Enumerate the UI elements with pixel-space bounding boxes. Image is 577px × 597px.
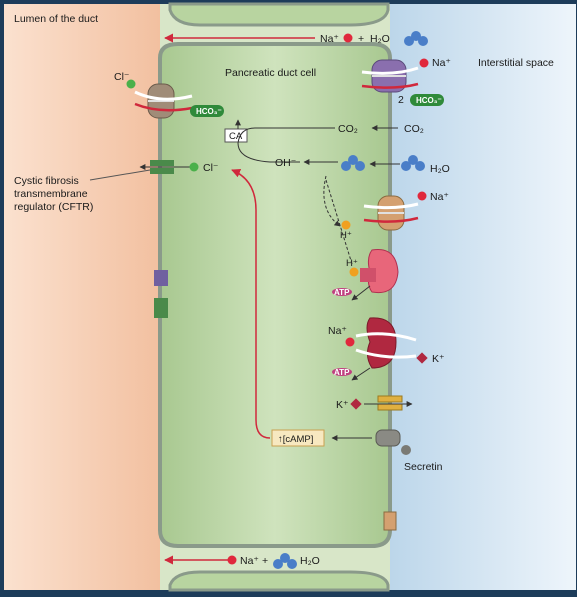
cell-label: Pancreatic duct cell <box>225 67 316 79</box>
nhe-arrow-in <box>363 202 419 210</box>
svg-text:↑[cAMP]: ↑[cAMP] <box>278 434 313 445</box>
cftr-channel <box>150 160 174 174</box>
exchanger-arrow-out <box>134 102 193 112</box>
na-label-baso: Na⁺ <box>432 57 451 69</box>
atp-icon-1: ATP <box>332 288 352 297</box>
water-icon-cell <box>341 155 365 171</box>
svg-text:HCO₃⁻: HCO₃⁻ <box>196 107 222 116</box>
hco3-pill-apical: HCO₃⁻ <box>190 105 224 117</box>
na-label-nhe: Na⁺ <box>430 191 449 203</box>
h-atpase-pump <box>360 248 399 294</box>
na-dot-baso <box>419 58 429 68</box>
lumen-label: Lumen of the duct <box>14 13 98 25</box>
water-icon-outside <box>401 155 425 171</box>
pancreatic-duct-cell <box>158 42 392 548</box>
cl-dot-apical <box>126 79 136 89</box>
nhe-arrow-out <box>363 216 419 223</box>
cl-hco3-exchanger <box>147 83 175 119</box>
cftr-label-line2: transmembrane <box>14 188 88 200</box>
atp-arrow-2 <box>351 367 371 381</box>
camp-box: ↑[cAMP] <box>271 429 325 447</box>
apical-protein-purple <box>154 270 168 286</box>
cl-dot-cftr <box>189 162 199 172</box>
h2o-label-outside: H₂O <box>430 163 450 175</box>
cftr-leader-line <box>89 169 151 181</box>
oh-label: OH⁻ <box>275 157 297 169</box>
neighbor-cell-bottom <box>168 570 390 592</box>
k-diamond-pump <box>416 352 428 364</box>
co2-label-cell: CO₂ <box>338 123 358 135</box>
top-plus: + <box>358 33 364 45</box>
bottom-plus: + <box>262 555 268 567</box>
na-dot-pump <box>345 337 355 347</box>
neighbor-cell-top <box>168 2 390 27</box>
svg-text:HCO₃⁻: HCO₃⁻ <box>416 96 442 105</box>
interstitial-region <box>390 4 576 590</box>
ca-box <box>224 128 248 143</box>
svg-text:ATP: ATP <box>334 288 350 297</box>
k-label-pump: K⁺ <box>432 353 445 365</box>
na-hco3-cotransporter <box>371 59 407 93</box>
na-dot-nhe <box>417 191 427 201</box>
interstitial-label: Interstitial space <box>478 57 554 69</box>
cftr-label-line3: regulator (CFTR) <box>14 201 93 213</box>
secretin-label: Secretin <box>404 461 443 473</box>
cftr-label-line1: Cystic fibrosis <box>14 175 79 187</box>
camp-pathway-arrow <box>231 168 271 439</box>
oh-line <box>237 142 300 163</box>
h-dot-1 <box>341 220 351 230</box>
h-split-arrow <box>323 175 341 227</box>
water-icon-bottom <box>273 553 297 569</box>
secretin-receptor <box>375 429 411 455</box>
pump-k-in <box>355 348 417 359</box>
cotransport-arrow-2 <box>361 82 419 89</box>
apical-protein-green <box>154 298 168 318</box>
k-label-channel: K⁺ <box>336 399 349 411</box>
basolateral-protein <box>383 511 397 531</box>
bottom-na-label: Na⁺ <box>240 555 259 567</box>
cl-label-apical: Cl⁻ <box>114 71 130 83</box>
h-label-1: H⁺ <box>340 230 352 241</box>
lumen-region <box>4 4 160 590</box>
na-h-exchanger <box>377 195 405 231</box>
water-icon-top <box>404 31 428 46</box>
atp-arrow-1 <box>351 285 371 301</box>
ca-label: CA <box>229 131 243 142</box>
cotransport-arrow-1 <box>361 66 419 75</box>
h-dot-2 <box>349 267 359 277</box>
top-h2o-label: H₂O <box>370 33 390 45</box>
k-diamond-channel <box>350 398 362 410</box>
exchanger-arrow-in <box>134 90 193 101</box>
co2-label-out: CO₂ <box>404 123 424 135</box>
hco3-pill-baso: HCO₃⁻ <box>410 94 444 106</box>
cl-label-cftr: Cl⁻ <box>203 162 219 174</box>
na-dot-bottom <box>227 555 237 565</box>
na-label-pump: Na⁺ <box>328 325 347 337</box>
bottom-h2o-label: H₂O <box>300 555 320 567</box>
two-label: 2 <box>398 94 404 106</box>
atp-icon-2: ATP <box>332 368 352 377</box>
svg-text:ATP: ATP <box>334 368 350 377</box>
pump-na-out <box>355 332 417 342</box>
top-na-label: Na⁺ <box>320 33 339 45</box>
co2-to-ca-arrow <box>237 127 335 144</box>
na-dot-top <box>343 33 353 43</box>
